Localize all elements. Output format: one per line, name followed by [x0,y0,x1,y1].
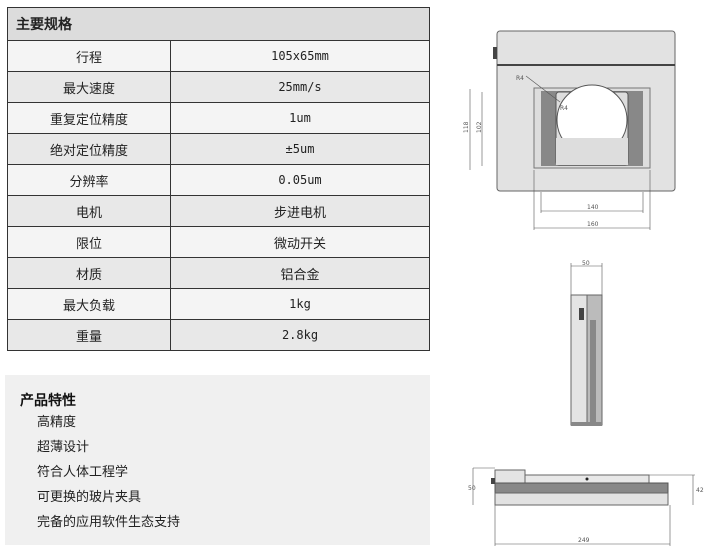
spec-label: 限位 [7,226,171,258]
spec-label: 重复定位精度 [7,102,171,134]
feature-item: 高精度 [37,415,77,430]
spec-value: 1um [170,102,430,134]
spec-label: 最大速度 [7,71,171,103]
features-panel: 产品特性 高精度 超薄设计 符合人体工程学 可更换的玻片夹具 完备的应用软件生态… [5,375,430,545]
spec-value: 0.05um [170,164,430,196]
features-title: 产品特性 [20,393,76,409]
spec-value: 25mm/s [170,71,430,103]
spec-value: 2.8kg [170,319,430,351]
spec-label: 绝对定位精度 [7,133,171,165]
top-view-drawing: R4 R4 118 102 140 160 [463,30,676,230]
spec-label: 材质 [7,257,171,289]
feature-item: 可更换的玻片夹具 [37,490,142,505]
spec-label: 最大负载 [7,288,171,320]
dimension-label: 50 [582,260,590,267]
dimension-label: 249 [578,537,590,544]
table-row: 绝对定位精度±5um [7,133,430,165]
dimension-label: 50 [468,485,476,492]
feature-item: 完备的应用软件生态支持 [37,515,181,530]
spec-title: 主要规格 [7,7,430,41]
table-row: 材质铝合金 [7,257,430,289]
spec-label: 电机 [7,195,171,227]
spec-value: 微动开关 [170,226,430,258]
front-view-drawing: 50 42 249 [468,467,704,546]
feature-item: 符合人体工程学 [37,465,129,480]
table-row: 电机步进电机 [7,195,430,227]
table-row: 限位微动开关 [7,226,430,258]
dimension-label: 118 [463,121,470,133]
spec-label: 分辨率 [7,164,171,196]
feature-item: 超薄设计 [37,440,90,455]
radius-label: R4 [560,105,568,112]
spec-value: 步进电机 [170,195,430,227]
dimension-label: 140 [587,204,599,211]
radius-label: R4 [516,75,524,82]
spec-value: 105x65mm [170,40,430,72]
spec-value: ±5um [170,133,430,165]
side-view-drawing: 50 [570,260,603,426]
spec-label: 重量 [7,319,171,351]
spec-label: 行程 [7,40,171,72]
dimension-label: 102 [476,121,483,133]
dimension-label: 42 [696,487,704,494]
spec-value: 铝合金 [170,257,430,289]
spec-value: 1kg [170,288,430,320]
dimension-label: 160 [587,221,599,228]
